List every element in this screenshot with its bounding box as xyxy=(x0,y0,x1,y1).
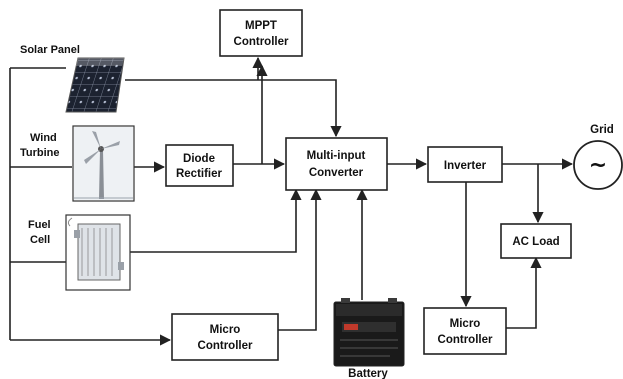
solar-panel-icon xyxy=(65,57,125,113)
grid-label: Grid xyxy=(590,124,614,136)
ac-load-label: AC Load xyxy=(512,236,559,248)
fuel-label-1: Fuel xyxy=(28,219,51,231)
wind-label-1: Wind xyxy=(30,132,57,144)
mppt-label-2: Controller xyxy=(234,36,289,48)
solar-to-converter-arrow xyxy=(125,79,342,138)
fuel-to-converter-arrow xyxy=(130,188,302,253)
wind-label-2: Turbine xyxy=(20,147,60,159)
fuel-cell-icon xyxy=(65,214,131,291)
micro-left-label-2: Controller xyxy=(198,340,253,352)
inverter-label: Inverter xyxy=(444,160,487,172)
micro-to-acload-arrow xyxy=(506,256,542,329)
micro-controller-right-block: Micro Controller xyxy=(423,307,507,355)
ac-symbol: ~ xyxy=(589,153,607,178)
wind-turbine-icon xyxy=(72,125,135,202)
converter-label-2: Converter xyxy=(309,167,364,179)
grid-source: Grid ~ xyxy=(573,124,623,190)
mppt-label-1: MPPT xyxy=(245,20,277,32)
multi-input-converter-block: Multi-input Converter xyxy=(285,137,388,191)
micro-controller-left-block: Micro Controller xyxy=(171,313,279,361)
battery-icon xyxy=(333,298,405,367)
diode-label-1: Diode xyxy=(183,153,215,165)
converter-label-1: Multi-input xyxy=(307,150,366,162)
micro-to-converter-arrow xyxy=(278,188,322,331)
solar-panel-label: Solar Panel xyxy=(20,44,80,56)
micro-right-label-2: Controller xyxy=(438,334,493,346)
micro-right-label-1: Micro xyxy=(450,318,481,330)
battery-label: Battery xyxy=(348,368,388,379)
ac-source-icon xyxy=(573,140,623,190)
mppt-controller-block: MPPT Controller xyxy=(219,9,303,57)
micro-left-label-1: Micro xyxy=(210,324,241,336)
diode-rectifier-block: Diode Rectifier xyxy=(165,144,234,187)
ac-load-block: AC Load xyxy=(500,223,572,259)
fuel-label-2: Cell xyxy=(30,234,50,246)
diode-label-2: Rectifier xyxy=(176,168,223,180)
inverter-block: Inverter xyxy=(427,146,503,183)
